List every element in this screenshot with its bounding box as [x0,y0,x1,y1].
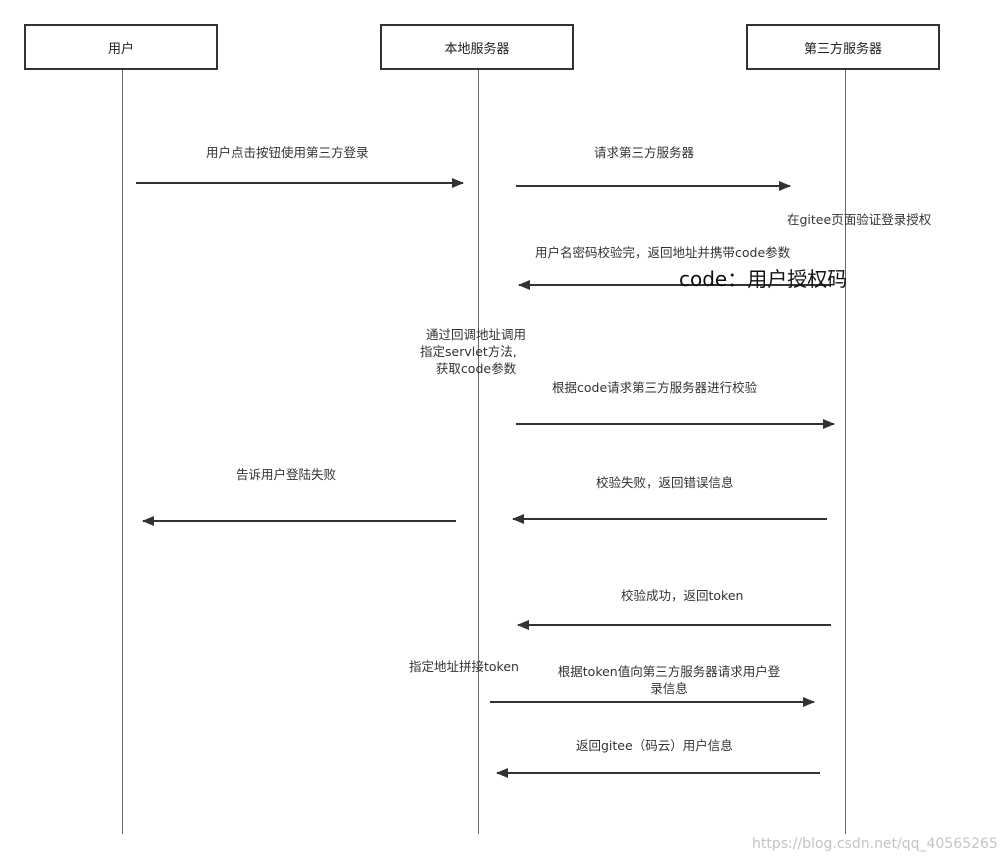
message-m11-line2: 录信息 [650,681,688,696]
note-callback-line3: 获取code参数 [435,361,517,376]
watermark: https://blog.csdn.net/qq_40565265 [752,836,998,852]
note-callback-line1: 通过回调地址调用 [425,327,526,342]
lifeline-user [122,70,123,834]
message-m9-label: 校验成功，返回token [621,588,744,603]
actor-third-server: 第三方服务器 [746,24,940,70]
message-m11-line1: 根据token值向第三方服务器请求用户登 [557,664,781,679]
actor-third-server-label: 第三方服务器 [803,41,882,57]
actor-local-server: 本地服务器 [380,24,574,70]
message-m6-label: 根据code请求第三方服务器进行校验 [552,380,758,395]
message-m11-label: 根据token值向第三方服务器请求用户登 录信息 [551,663,787,697]
message-m8-label: 告诉用户登陆失败 [236,467,337,482]
message-m2-label: 请求第三方服务器 [594,145,695,160]
note-callback: 通过回调地址调用 指定servlet方法, 获取code参数 [420,326,532,377]
note-callback-line2: 指定servlet方法, [420,344,517,359]
message-m12-label: 返回gitee（码云）用户信息 [576,738,733,753]
lifeline-local-server [478,70,479,834]
actor-user-label: 用户 [107,41,134,57]
actor-local-server-label: 本地服务器 [444,41,510,57]
note-token-append: 指定地址拼接token [409,659,519,674]
actor-user: 用户 [24,24,218,70]
note-gitee-verify: 在gitee页面验证登录授权 [787,212,932,227]
lifeline-third-server [845,70,846,834]
note-code-meaning: code：用户授权码 [679,267,848,291]
message-m7-label: 校验失败，返回错误信息 [596,475,734,490]
message-m4-label: 用户名密码校验完，返回地址并携带code参数 [535,245,791,260]
message-m1-label: 用户点击按钮使用第三方登录 [206,145,369,160]
